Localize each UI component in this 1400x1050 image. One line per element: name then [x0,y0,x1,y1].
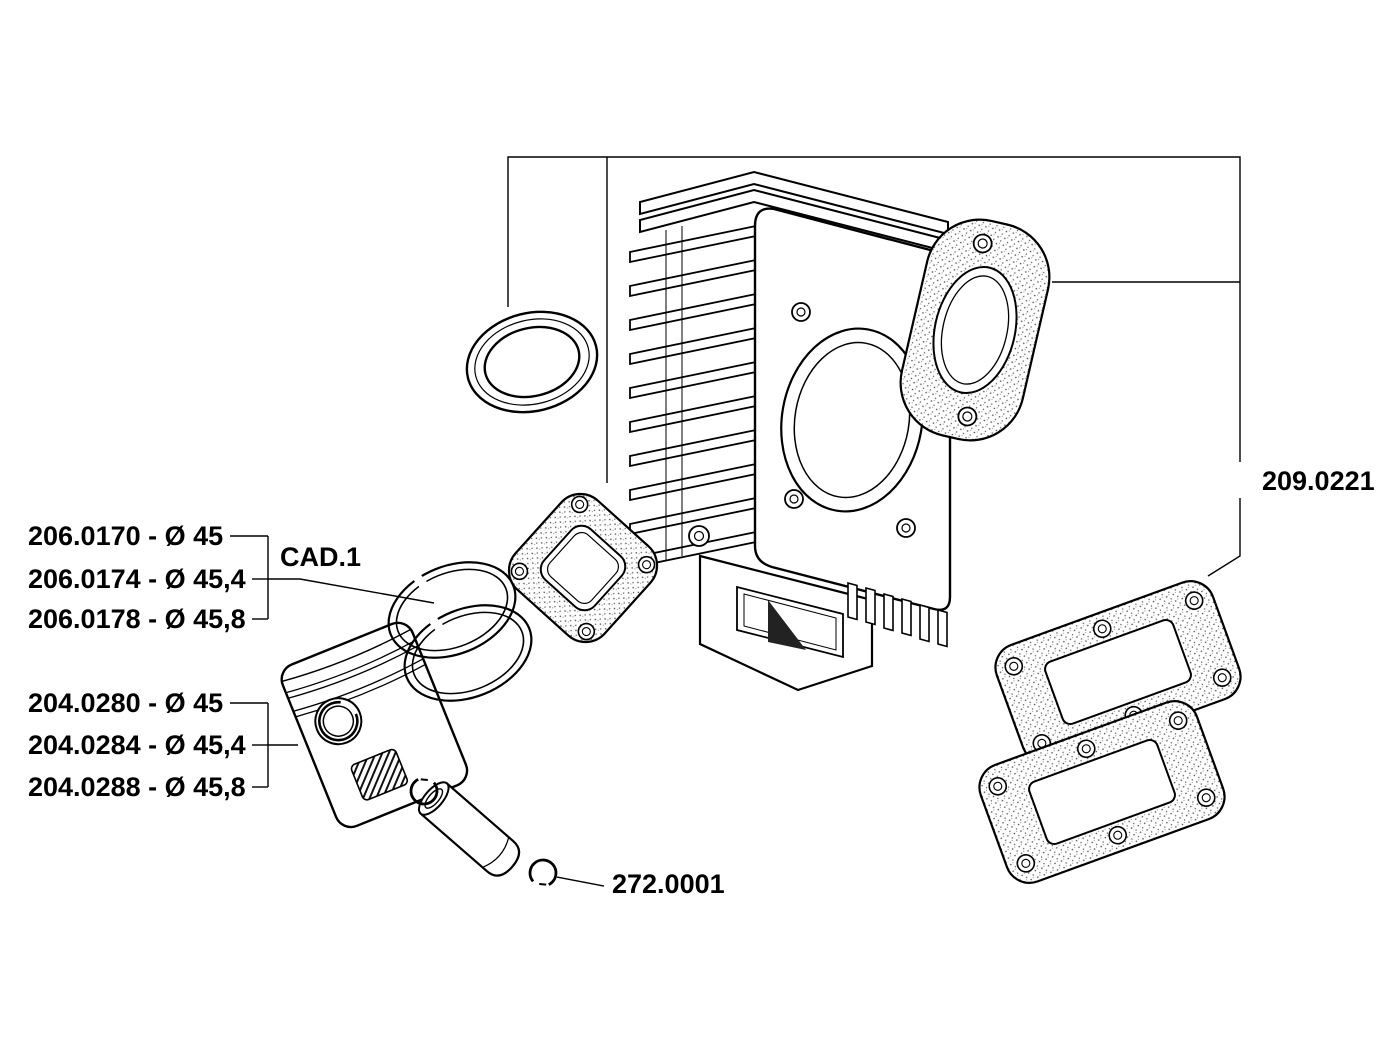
exhaust-flange-gasket [899,218,1051,442]
flange-bolt-hole [972,233,993,254]
base-gasket-bolt-hole [577,622,596,641]
label-ring-size-45-4: 206.0174 - Ø 45,4 [28,564,246,594]
cylinder-fin [629,428,757,468]
piston-pin [417,781,521,877]
circlip-leader-line [556,876,605,887]
intake-port [736,585,844,659]
base-gasket-bolt-hole [510,562,529,581]
circlip-installed [318,700,359,742]
reed-valve-shadow [768,600,806,650]
piston-pin-bore [314,697,363,746]
reed-gasket-inner [978,700,1226,884]
combustion-chamber-opening [780,327,924,513]
cylinder-lower-fin [865,586,876,626]
label-ring-size-45: 206.0170 - Ø 45 [28,521,223,551]
label-circlip-part: 272.0001 [612,869,725,899]
label-ring-size-45-8: 206.0178 - Ø 45,8 [28,604,246,634]
cylinder [629,170,952,692]
intake-port-inner-edge [743,593,837,651]
piston-skirt-window [350,748,409,801]
piston-pin-bore-inner [322,705,355,737]
base-gasket [507,492,659,644]
head-bolt-hole [791,302,811,322]
piston-group-leader-lines [230,702,298,788]
piston-ring-groove [295,663,426,718]
piston-crown-edge [281,628,412,683]
flange-bolt-hole [957,406,978,427]
piston-ring-groove [287,645,419,699]
label-piston-size-45-8: 204.0288 - Ø 45,8 [28,772,246,802]
label-gasket-set-part: 209.0221 [1262,466,1375,496]
cylinder-head-gasket [465,310,599,414]
base-gasket-bolt-hole [570,495,589,514]
gasket-set-leader-lines [507,156,1241,577]
label-cad-note: CAD.1 [280,542,361,572]
cylinder-fin [629,462,757,502]
combustion-chamber-inner-edge [793,341,911,499]
piston-ring-groove [293,658,424,712]
piston-ring-2 [403,602,533,702]
cylinder-fin [629,326,757,366]
cylinder-mount-tab [688,525,710,547]
cylinder-fin [629,394,757,434]
cylinder-lower-fin [919,603,930,643]
piston [280,621,469,829]
label-piston-size-45: 204.0280 - Ø 45 [28,688,223,718]
cylinder-lower-fin [937,608,948,648]
cylinder-fin [629,224,757,264]
piston-ring-1 [387,559,517,659]
cylinder-fin [629,360,757,400]
cylinder-lower-fin [883,592,894,632]
head-bolt-hole [896,518,916,538]
ring-group-leader-lines [230,535,435,620]
reed-gasket-bolt-hole [988,711,1216,873]
base-gasket-bolt-hole [637,555,656,574]
cylinder-lower-fin [847,581,858,621]
label-piston-size-45-4: 204.0284 - Ø 45,4 [28,730,246,760]
cylinder-lower-fin [901,597,912,637]
head-bolt-hole [784,489,804,509]
cylinder-fin [629,258,757,298]
cylinder-fin [629,292,757,332]
circlip-2 [528,858,558,888]
